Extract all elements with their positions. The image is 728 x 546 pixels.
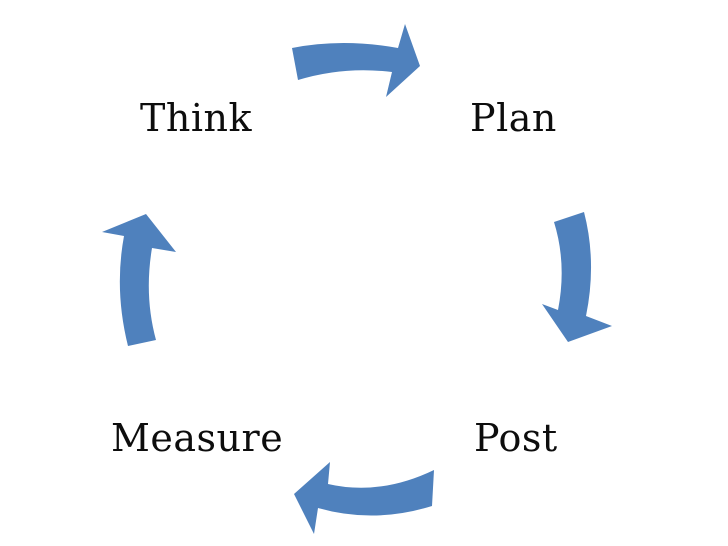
arrow-post-to-measure	[294, 462, 434, 534]
step-label-think: Think	[140, 96, 252, 140]
arrow-plan-to-post	[542, 212, 612, 342]
step-label-plan: Plan	[470, 96, 557, 140]
step-label-measure: Measure	[111, 416, 284, 460]
step-label-post: Post	[474, 416, 558, 460]
arrow-measure-to-think	[102, 214, 176, 346]
arrow-think-to-plan	[292, 24, 420, 97]
